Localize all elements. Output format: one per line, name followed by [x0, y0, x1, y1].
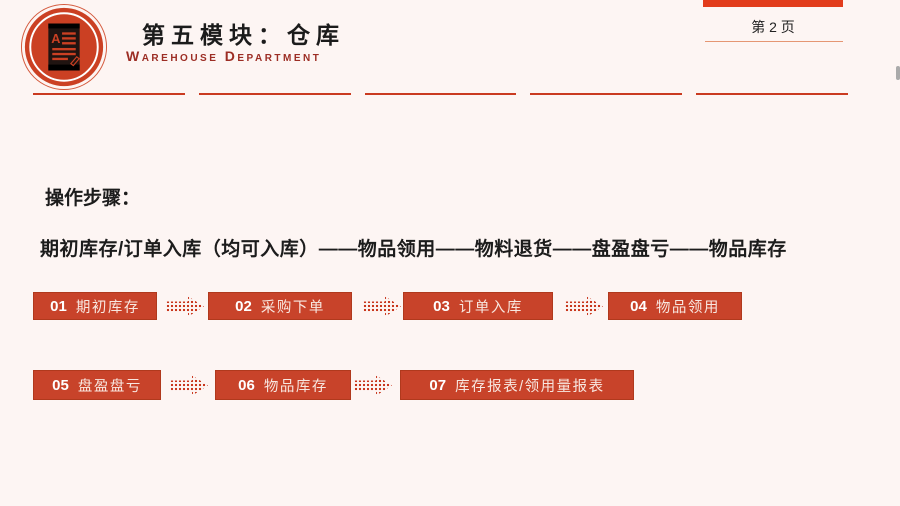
top-right-accent-bar	[703, 0, 843, 7]
step-box-03: 03 订单入库	[403, 292, 553, 320]
dotted-arrow-icon	[170, 375, 208, 396]
step-box-05: 05 盘盈盘亏	[33, 370, 161, 400]
dotted-arrow-icon	[363, 296, 401, 317]
divider-dash	[33, 93, 185, 95]
step-number: 02	[235, 297, 252, 315]
dotted-arrow-icon	[166, 296, 204, 317]
step-box-07: 07 库存报表/领用量报表	[400, 370, 634, 400]
warehouse-document-logo-icon: A	[20, 3, 108, 91]
divider-dash	[198, 93, 351, 95]
step-label: 订单入库	[458, 299, 523, 316]
step-label: 采购下单	[260, 299, 325, 316]
step-number: 06	[238, 376, 255, 394]
step-number: 03	[433, 297, 450, 315]
dotted-arrow-icon	[354, 375, 392, 396]
divider-dash	[696, 93, 848, 95]
divider-dash	[530, 93, 683, 95]
scrollbar-thumb[interactable]	[896, 66, 900, 80]
slide-title: 第五模块：仓库	[142, 22, 345, 49]
page-number-underline	[705, 41, 843, 42]
page-number: 第 2 页	[751, 19, 795, 35]
step-label: 物品库存	[263, 378, 328, 395]
step-label: 物品领用	[655, 299, 720, 316]
step-number: 05	[52, 376, 69, 394]
section-heading: 操作步骤：	[45, 188, 141, 209]
step-box-01: 01 期初库存	[33, 292, 157, 320]
step-number: 04	[630, 297, 647, 315]
dotted-arrow-icon	[565, 296, 603, 317]
step-number: 01	[50, 297, 67, 315]
step-box-04: 04 物品领用	[608, 292, 742, 320]
step-label: 盘盈盘亏	[77, 378, 142, 395]
step-box-06: 06 物品库存	[215, 370, 351, 400]
process-flow-text: 期初库存/订单入库（均可入库）——物品领用——物料退货——盘盈盘亏——物品库存	[40, 239, 787, 260]
svg-text:A: A	[51, 31, 60, 46]
step-label: 库存报表/领用量报表	[455, 378, 605, 395]
step-label: 期初库存	[75, 299, 140, 316]
header-divider-dashes	[33, 93, 848, 95]
slide-subtitle: Warehouse Department	[126, 48, 322, 64]
step-number: 07	[429, 376, 447, 394]
step-box-02: 02 采购下单	[208, 292, 352, 320]
divider-dash	[364, 93, 517, 95]
